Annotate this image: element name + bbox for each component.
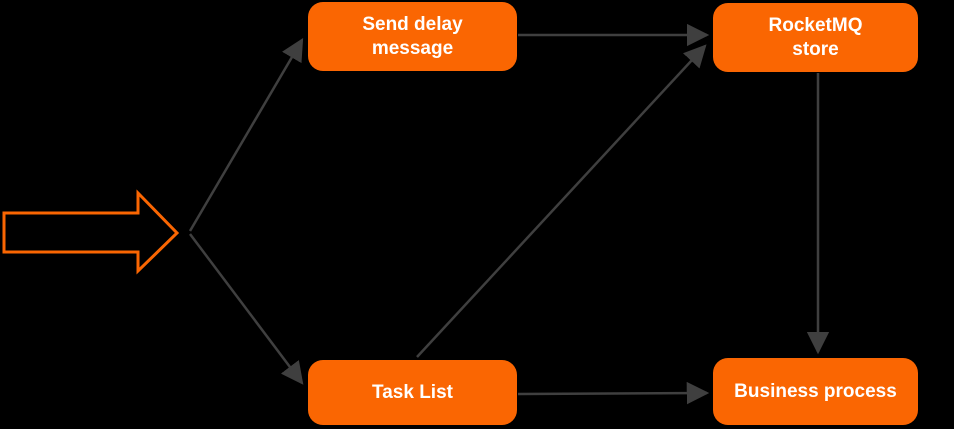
node-business-process: Business process — [713, 358, 918, 425]
entry-arrow — [2, 189, 180, 275]
node-rocketmq-store-label-line2: store — [792, 38, 839, 60]
node-business-process-label: Business process — [734, 380, 897, 402]
node-send-delay-message-label-line2: message — [371, 37, 454, 59]
connector-entry-to-task-list — [189, 233, 304, 385]
node-send-delay-message: Send delay message — [308, 2, 517, 71]
connector-entry-to-send-delay — [188, 38, 304, 232]
node-send-delay-message-label-line1: Send delay — [362, 13, 463, 35]
node-task-list: Task List — [308, 360, 517, 425]
node-rocketmq-store-label-line1: RocketMQ — [768, 14, 863, 36]
node-rocketmq-store: RocketMQ store — [713, 3, 918, 72]
connector-task-list-to-business — [517, 381, 710, 405]
node-task-list-label: Task List — [372, 381, 453, 403]
connector-task-list-to-rocketmq — [416, 44, 707, 358]
